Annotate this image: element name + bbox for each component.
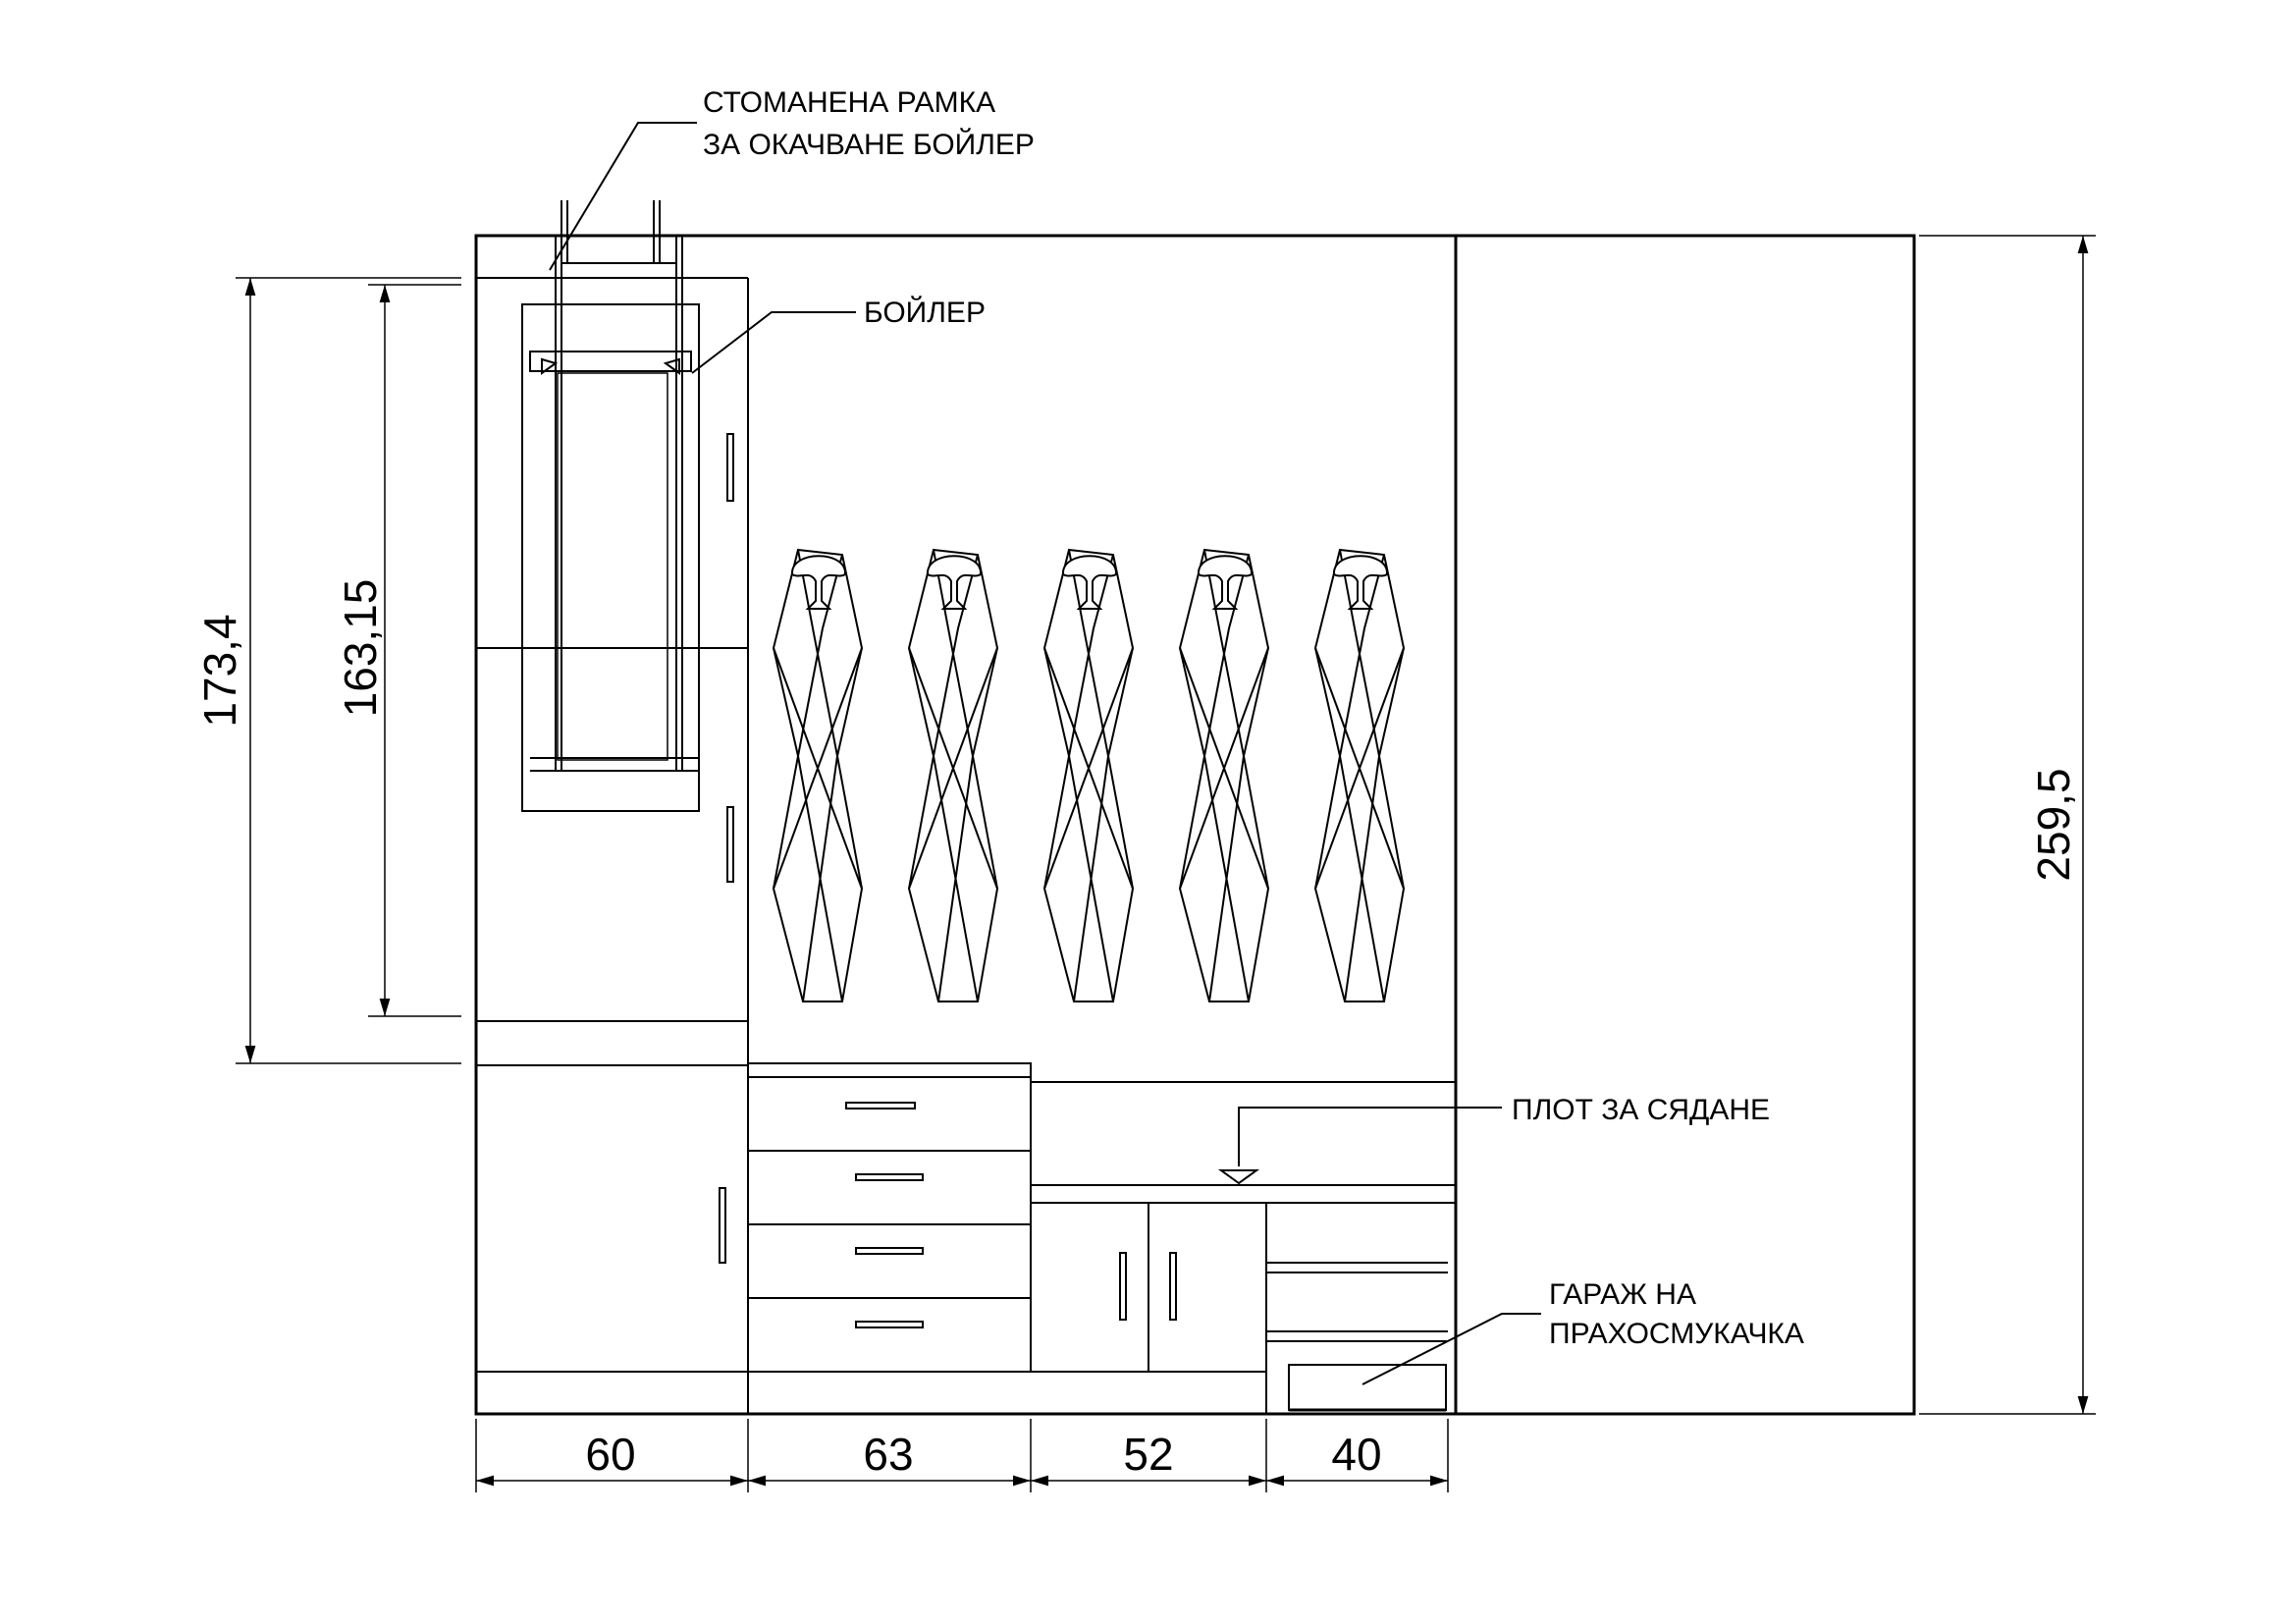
drawer-handle (855, 1173, 924, 1181)
drawer-handle (845, 1102, 916, 1110)
dimension-height-left-inner: 163,15 (335, 579, 386, 718)
label-steel-frame-line2: ЗА ОКАЧВАНЕ БОЙЛЕР (703, 128, 1035, 161)
hanger-panel-line (797, 549, 839, 1002)
coat-hangers (772, 548, 1406, 1002)
hanger-panel-line (932, 554, 979, 1002)
dimension-width-3: 52 (1123, 1429, 1173, 1480)
leader-steel-frame (549, 122, 697, 271)
hanger-panel-line (908, 647, 998, 890)
hanger-panel-line (1042, 548, 1135, 1002)
hanger-panel-line (773, 647, 863, 890)
door-handle (726, 433, 734, 502)
steel-hanging-frame (530, 200, 699, 772)
hanger-panel-line (1067, 554, 1114, 1002)
hanger-panel-line (1313, 548, 1406, 1002)
drawer-handle (855, 1247, 924, 1255)
coat-hook (1061, 555, 1118, 610)
coat-hanger (907, 548, 999, 1002)
boiler (521, 303, 700, 812)
coat-hook (1332, 555, 1389, 610)
door-handle (726, 806, 734, 883)
dimension-vertical-right (1919, 235, 2096, 1415)
coat-hook (1197, 555, 1254, 610)
hanger-panel-line (1179, 647, 1269, 890)
left-tall-cabinet (476, 277, 749, 1414)
leader-vacuum-garage (1362, 1313, 1541, 1385)
outer-frame (474, 234, 1916, 1416)
dimension-vertical-left (236, 277, 461, 1064)
label-boiler: БОЙЛЕР (864, 296, 986, 329)
dimension-height-left-outer: 173,4 (194, 614, 245, 727)
coat-hanger (1313, 548, 1406, 1002)
coat-hanger (772, 548, 864, 1002)
label-vacuum-line2: ПРАХОСМУКАЧКА (1549, 1318, 1804, 1350)
label-steel-frame-line1: СТОМАНЕНА РАМКА (703, 86, 995, 119)
hanger-panel-line (1068, 549, 1110, 1002)
leader-seat-top (1217, 1107, 1502, 1185)
hanger-panel-line (1178, 548, 1270, 1002)
label-vacuum-line1: ГАРАЖ НА (1549, 1278, 1696, 1311)
dimension-width-1: 60 (585, 1429, 635, 1480)
hanger-panel-line (933, 549, 975, 1002)
hanger-panel-line (1314, 647, 1405, 890)
dimension-width-2: 63 (863, 1429, 913, 1480)
drawer-unit (747, 1062, 1032, 1373)
coat-hook (790, 555, 847, 610)
coat-hanger (1178, 548, 1270, 1002)
hanger-panel-line (772, 548, 864, 1002)
door-handle (1119, 1252, 1127, 1321)
hanger-panel-line (1202, 554, 1250, 1002)
door-handle (1169, 1252, 1177, 1321)
dimension-height-total: 259,5 (2028, 768, 2079, 881)
drawer-handle (855, 1321, 924, 1328)
hanger-panel-line (796, 554, 843, 1002)
hanger-panel-line (1043, 647, 1134, 890)
hanger-panel-line (1203, 549, 1246, 1002)
bench-unit (476, 1081, 1457, 1414)
coat-hanger (1042, 548, 1135, 1002)
dimension-width-4: 40 (1331, 1429, 1381, 1480)
label-seat-top: ПЛОТ ЗА СЯДАНЕ (1512, 1094, 1770, 1126)
hanger-panel-line (907, 548, 999, 1002)
hanger-panel-line (1338, 554, 1385, 1002)
coat-hook (926, 555, 983, 610)
hanger-panel-line (1339, 549, 1381, 1002)
door-handle (719, 1187, 726, 1264)
dimension-horizontal (475, 1419, 1449, 1492)
leader-boiler (691, 311, 856, 374)
vacuum-garage (1288, 1364, 1447, 1411)
